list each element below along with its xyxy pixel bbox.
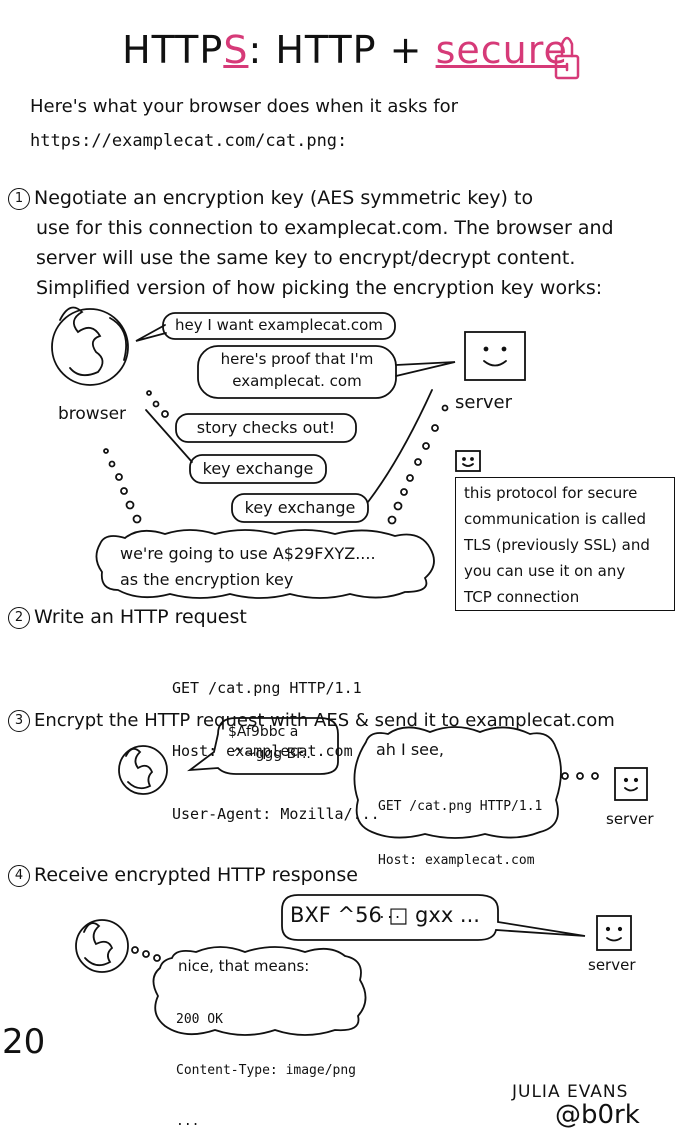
bubble-cipher <box>187 717 339 775</box>
code-line: 200 OK <box>176 1012 223 1027</box>
firefox-icon <box>51 306 129 386</box>
bubble-proof-tail <box>395 361 456 377</box>
code-line: GET /cat.png HTTP/1.1 <box>378 799 543 814</box>
browser-label: browser <box>58 404 127 424</box>
bubble-kx2-text: key exchange <box>244 498 356 517</box>
code-line: Host: examplecat.com <box>172 742 353 760</box>
code-line: GET /cat.png HTTP/1.1 <box>172 679 362 697</box>
step1-line: use for this connection to examplecat.co… <box>36 217 614 239</box>
firefox-icon-step4 <box>75 919 129 973</box>
bubble-proof-text-1: here's proof that I'm <box>220 350 374 368</box>
server-icon-step3 <box>614 767 648 801</box>
bubble-checks <box>175 413 357 443</box>
signature-name: JULIA EVANS <box>512 1082 629 1102</box>
bubble-hey-tail <box>135 324 167 342</box>
note-line: this protocol for secure <box>464 484 638 502</box>
cipher-text-2: ^~ggg BF.. <box>232 746 311 762</box>
step1-line: server will use the same key to encrypt/… <box>36 247 576 269</box>
code-line: User-Agent: Mozilla/... <box>172 805 380 823</box>
thought-cloud-step3 <box>353 726 562 839</box>
title-s: S <box>223 28 249 72</box>
step2-label: Write an HTTP request <box>34 606 247 628</box>
title-secure: secure <box>435 28 568 72</box>
step-number: 3 <box>8 710 30 732</box>
server-label-step3: server <box>606 810 654 828</box>
thought-cloud-step4 <box>152 946 367 1036</box>
intro-line: Here's what your browser does when it as… <box>30 96 459 117</box>
step1-line: Simplified version of how picking the en… <box>36 277 603 299</box>
intro-url: https://examplecat.com/cat.png: <box>30 131 348 151</box>
code-line: ... <box>176 1114 200 1129</box>
note-line: TCP connection <box>464 588 580 606</box>
note-line: communication is called <box>464 510 647 528</box>
bubble-proof-text-2: examplecat. com <box>232 372 362 390</box>
code-line: Content-Type: image/png <box>176 1063 357 1078</box>
page-number: 20 <box>2 1022 46 1062</box>
thought-cloud-key <box>95 529 435 599</box>
note-line: TLS (previously SSL) and <box>464 536 650 554</box>
code-line: Host: examplecat.com <box>378 853 535 868</box>
page-title: HTTPS: HTTP + secure <box>0 28 690 72</box>
tls-note: this protocol for secure communication i… <box>455 477 675 611</box>
bubble-kx1-text: key exchange <box>202 459 314 478</box>
server-label: server <box>455 392 512 413</box>
thought-step3-code: GET /cat.png HTTP/1.1 Host: examplecat.c… <box>378 762 542 942</box>
title-https: HTTP <box>122 28 224 72</box>
step4-label: Receive encrypted HTTP response <box>34 864 358 886</box>
server-icon-step4 <box>596 915 632 951</box>
thought-step4-head: nice, that means: <box>178 957 310 975</box>
server-icon <box>464 331 526 381</box>
thought-key-text-2: as the encryption key <box>120 570 294 589</box>
small-server-icon <box>455 450 481 472</box>
thought-step4-code: 200 OK Content-Type: image/png ... <box>176 977 356 1147</box>
cipher-text-step4: BXF ^56 □ gxx ... <box>290 903 480 927</box>
step3-label: Encrypt the HTTP request with AES & send… <box>34 710 615 731</box>
step-number: 2 <box>8 607 30 629</box>
thought-dots-server <box>387 404 449 525</box>
bubble-kx2 <box>231 493 369 523</box>
http-request-code: GET /cat.png HTTP/1.1 Host: examplecat.c… <box>172 636 380 846</box>
bubble-proof <box>197 345 397 399</box>
signature-handle: @b0rk <box>555 1100 640 1130</box>
cipher-text-1: $Af9bbc a <box>228 724 299 740</box>
step-number: 1 <box>8 188 30 210</box>
thought-dots-browser <box>103 390 169 524</box>
step-number: 4 <box>8 865 30 887</box>
step1-line: Negotiate an encryption key (AES symmetr… <box>34 187 534 209</box>
server-label-step4: server <box>588 956 636 974</box>
note-line: you can use it on any <box>464 562 626 580</box>
bubble-kx1 <box>189 454 327 484</box>
thought-step3-head: ah I see, <box>376 740 444 759</box>
code-line: ... <box>378 907 402 922</box>
bubble-checks-text: story checks out! <box>196 418 336 437</box>
title-http-plus: HTTP + <box>275 28 436 72</box>
title-colon: : <box>248 28 263 72</box>
firefox-icon-step3 <box>118 745 168 795</box>
bubble-cipher-step4 <box>281 894 586 941</box>
lock-icon <box>554 36 580 80</box>
thought-key-text-1: we're going to use A$29FXYZ.... <box>120 544 376 563</box>
bubble-hey-text: hey I want examplecat.com <box>175 316 383 334</box>
